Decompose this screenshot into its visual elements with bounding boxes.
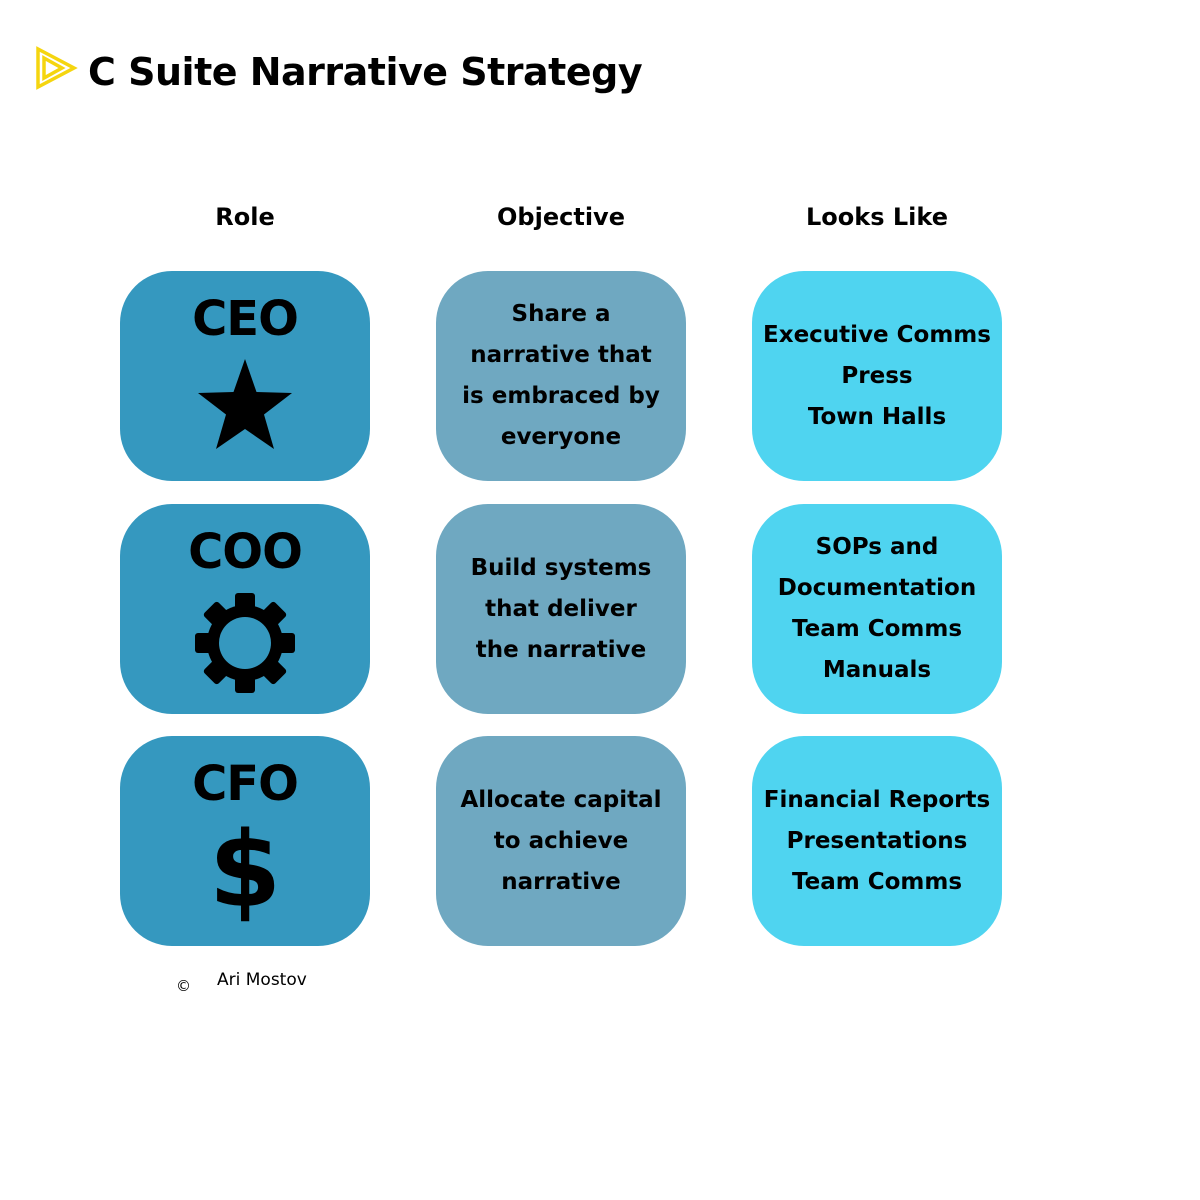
looks-like-card-coo: SOPs and Documentation Team Comms Manual…: [752, 504, 1002, 714]
objective-line: Share a: [511, 301, 611, 327]
looks-like-line: Team Comms: [791, 616, 963, 642]
looks-like-card-cfo: Financial Reports Presentations Team Com…: [752, 736, 1002, 946]
objective-line: Allocate capital: [460, 786, 662, 813]
looks-like-card-ceo: Executive Comms Press Town Halls: [752, 271, 1002, 481]
role-card-cfo: CFO $: [120, 736, 370, 946]
play-triangles-icon: [34, 45, 80, 91]
copyright-symbol: ©: [176, 977, 191, 995]
objective-line: to achieve: [493, 827, 629, 854]
looks-like-line: SOPs and: [815, 534, 939, 560]
objective-line: is embraced by: [462, 383, 660, 409]
role-name: CEO: [192, 291, 299, 347]
looks-like-line: Team Comms: [791, 868, 963, 895]
objective-card-coo: Build systems that deliver the narrative: [436, 504, 686, 714]
star-icon: [195, 357, 295, 457]
role-name: CFO: [192, 756, 299, 812]
looks-like-line: Town Halls: [807, 403, 947, 430]
objective-line: narrative that: [470, 342, 652, 368]
objective-line: narrative: [501, 868, 621, 895]
role-card-ceo: CEO: [120, 271, 370, 481]
column-header-looks-like: Looks Like: [806, 203, 948, 231]
page-title: C Suite Narrative Strategy: [88, 50, 643, 94]
role-card-coo: COO: [120, 504, 370, 714]
role-name: COO: [188, 524, 303, 580]
gear-icon: [192, 590, 298, 700]
objective-line: Build systems: [470, 554, 652, 581]
column-header-role: Role: [215, 203, 275, 231]
objective-card-ceo: Share a narrative that is embraced by ev…: [436, 271, 686, 481]
looks-like-line: Executive Comms: [763, 321, 991, 348]
objective-line: the narrative: [475, 636, 647, 663]
svg-text:$: $: [210, 822, 280, 922]
column-header-objective: Objective: [497, 203, 625, 231]
objective-line: that deliver: [485, 595, 637, 622]
looks-like-line: Presentations: [786, 827, 968, 854]
looks-like-line: Financial Reports: [763, 786, 991, 813]
looks-like-line: Documentation: [777, 575, 977, 601]
objective-line: everyone: [500, 424, 622, 450]
looks-like-line: Manuals: [822, 657, 932, 683]
looks-like-line: Press: [841, 362, 913, 389]
objective-card-cfo: Allocate capital to achieve narrative: [436, 736, 686, 946]
author-credit: Ari Mostov: [217, 970, 307, 990]
dollar-icon: $: [209, 809, 281, 931]
